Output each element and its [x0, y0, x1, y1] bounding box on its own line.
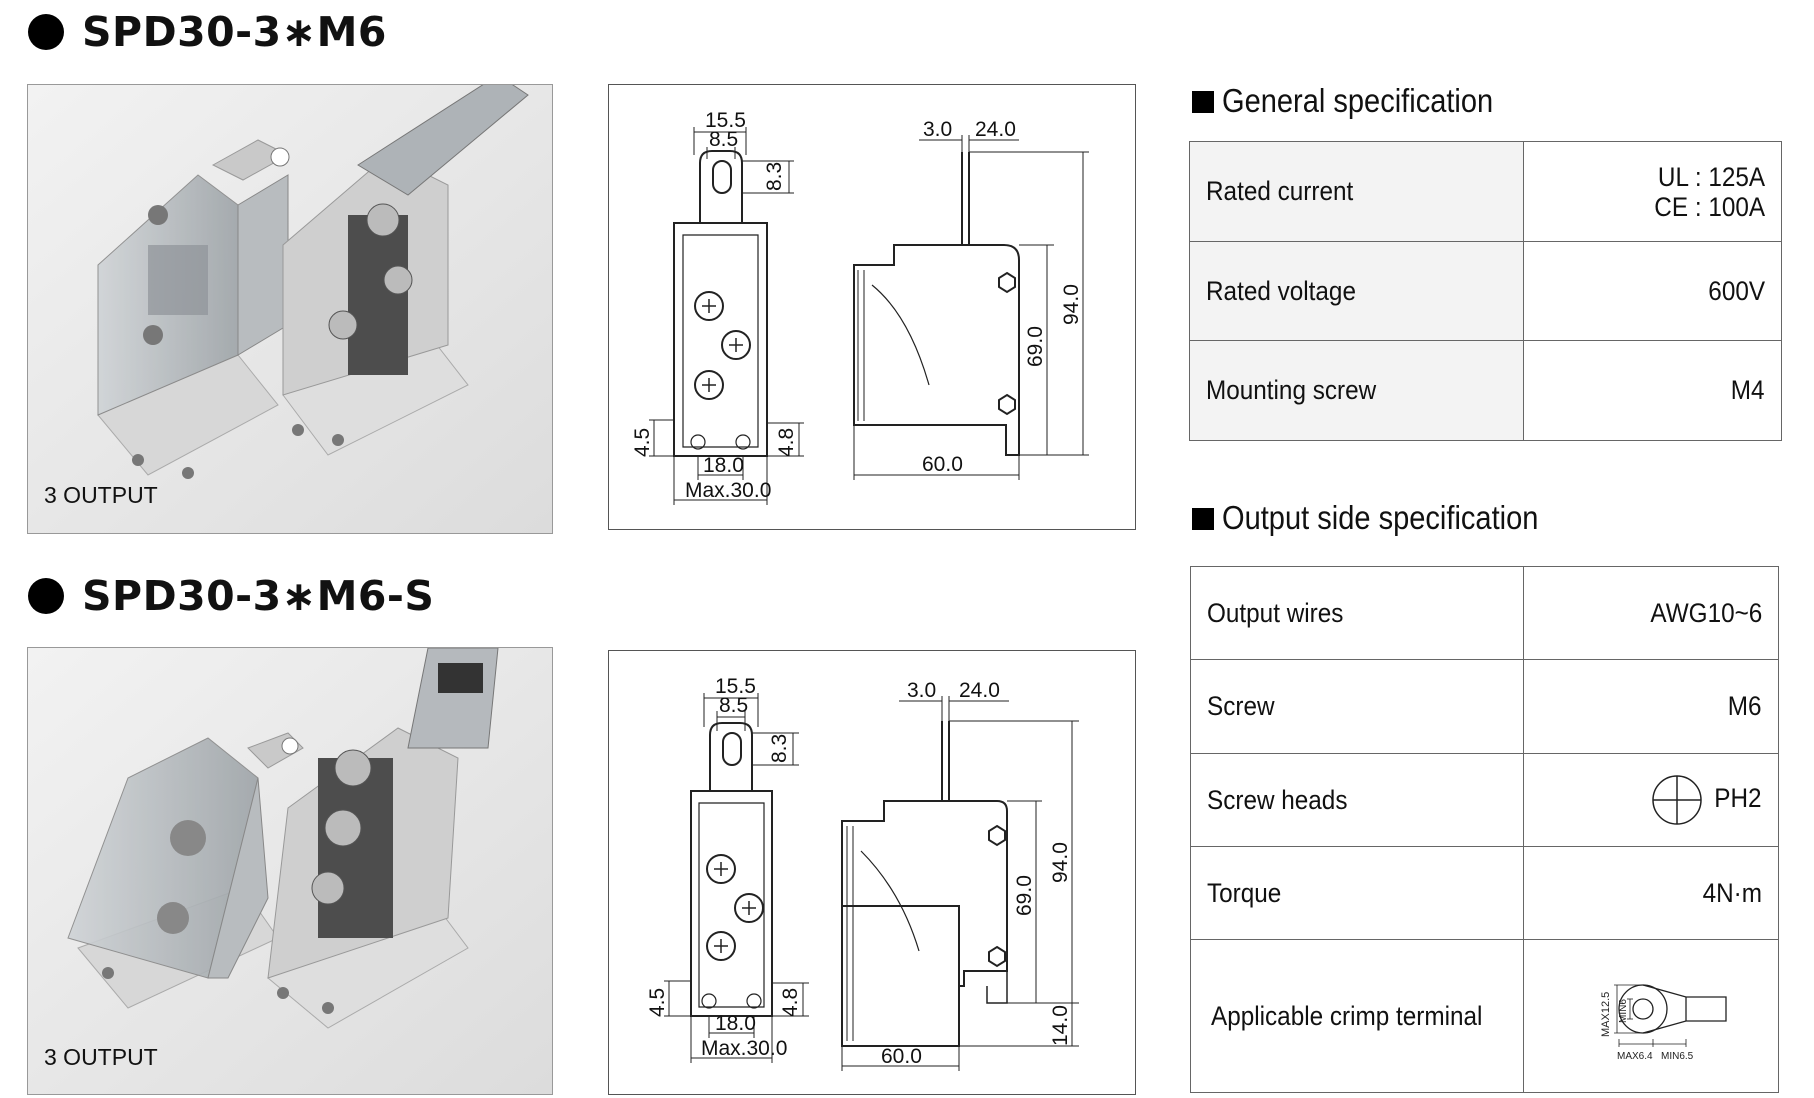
table-row: Output wires AWG10~6 — [1190, 566, 1779, 660]
spec-value: 4N·m — [1702, 877, 1762, 908]
spec-value: AWG10~6 — [1650, 597, 1762, 628]
dim-top-inner: 8.5 — [709, 128, 738, 151]
dim-top-outer: 15.5 — [715, 675, 756, 698]
dim-top-inner: 8.5 — [719, 694, 748, 717]
spec-label: Screw — [1207, 691, 1275, 721]
spec-label: Torque — [1207, 877, 1282, 908]
dim-side-h1: 69.0 — [1013, 875, 1036, 916]
product-photo: 3 OUTPUT — [27, 647, 553, 1095]
table-row: Torque 4N·m — [1190, 846, 1779, 940]
spec-value: M6 — [1728, 691, 1762, 721]
dim-side-len: 60.0 — [922, 453, 963, 476]
general-spec-table: Rated current UL : 125A CE : 100A Rated … — [1189, 141, 1782, 441]
dim-side-h1: 69.0 — [1024, 326, 1047, 367]
dim-side-w: 24.0 — [975, 118, 1016, 141]
spec-value: PH2 — [1714, 783, 1762, 814]
section-square-icon — [1192, 91, 1214, 113]
section-square-icon — [1192, 508, 1214, 530]
table-row: Rated voltage 600V — [1189, 241, 1782, 341]
crimp-max-h: MAX12.5 — [1600, 991, 1612, 1036]
product-title: SPD30-3∗M6 — [82, 8, 387, 56]
bullet-icon — [28, 578, 64, 614]
crimp-min-w: MIN6.5 — [1661, 1051, 1694, 1062]
table-row: Screw heads PH2 — [1190, 753, 1779, 847]
dimension-drawing: 15.5 8.5 8.3 4.5 4.8 18.0 Max.30.0 3.0 2… — [608, 84, 1136, 530]
table-row: Screw M6 — [1190, 659, 1779, 754]
dim-hole: 8.3 — [768, 734, 791, 763]
crimp-terminal-icon: MAX12.5 MIN6 MAX6.4 MIN6.5 — [1600, 983, 1727, 1062]
product-title: SPD30-3∗M6-S — [82, 572, 435, 620]
dim-bottom-inner: 18.0 — [715, 1012, 756, 1035]
section-title: Output side specification — [1222, 499, 1539, 536]
bullet-icon — [28, 14, 64, 50]
dim-side-t: 3.0 — [923, 118, 952, 141]
spec-label: Rated voltage — [1206, 275, 1356, 306]
dim-left-h: 4.5 — [646, 988, 669, 1017]
spec-label: Screw heads — [1207, 784, 1348, 815]
dim-side-h2: 94.0 — [1060, 284, 1083, 325]
dim-side-t: 3.0 — [907, 679, 936, 702]
table-row: Rated current UL : 125A CE : 100A — [1189, 141, 1782, 242]
product-photo: 3 OUTPUT — [27, 84, 553, 534]
dim-bottom-outer: Max.30.0 — [701, 1037, 787, 1060]
photo-label: 3 OUTPUT — [44, 482, 158, 508]
spec-value: 600V — [1708, 275, 1765, 306]
terminal-block-photo-icon — [28, 85, 552, 533]
dimension-drawing: 15.5 8.5 8.3 4.5 4.8 18.0 Max.30.0 3.0 2… — [608, 650, 1136, 1095]
dim-hole: 8.3 — [763, 162, 786, 191]
photo-label: 3 OUTPUT — [44, 1044, 158, 1070]
spec-value: UL : 125A — [1657, 161, 1765, 192]
crimp-min-h: MIN6 — [1618, 998, 1629, 1022]
dim-bottom-inner: 18.0 — [703, 454, 744, 477]
dim-top-outer: 15.5 — [705, 109, 746, 132]
dimension-drawing-icon: 15.5 8.5 8.3 4.5 4.8 18.0 Max.30.0 3.0 2… — [646, 675, 1079, 1071]
phillips-head-icon — [1652, 775, 1703, 825]
spec-label: Output wires — [1207, 597, 1344, 628]
dim-right-h: 4.8 — [775, 428, 798, 457]
section-title: General specification — [1222, 82, 1494, 119]
dim-left-h: 4.5 — [631, 428, 654, 457]
terminal-block-photo-icon — [28, 648, 552, 1094]
table-row: Mounting screw M4 — [1189, 340, 1782, 441]
spec-value: CE : 100A — [1654, 191, 1765, 222]
dim-side-foot: 14.0 — [1049, 1005, 1072, 1046]
dim-side-h2: 94.0 — [1049, 842, 1072, 883]
spec-label: Mounting screw — [1206, 375, 1377, 405]
crimp-max-w: MAX6.4 — [1617, 1051, 1653, 1062]
dim-bottom-outer: Max.30.0 — [685, 479, 771, 502]
table-row: Applicable crimp terminal MAX12.5 MIN6 — [1190, 939, 1779, 1093]
dim-side-w: 24.0 — [959, 679, 1000, 702]
spec-value: M4 — [1731, 375, 1765, 405]
dim-side-len: 60.0 — [881, 1045, 922, 1068]
dim-right-h: 4.8 — [779, 988, 802, 1017]
dimension-drawing-icon: 15.5 8.5 8.3 4.5 4.8 18.0 Max.30.0 3.0 2… — [631, 109, 1089, 505]
output-spec-table: Output wires AWG10~6 Screw M6 Screw head… — [1190, 566, 1779, 1093]
spec-label: Applicable crimp terminal — [1211, 1000, 1483, 1031]
spec-label: Rated current — [1206, 176, 1354, 206]
